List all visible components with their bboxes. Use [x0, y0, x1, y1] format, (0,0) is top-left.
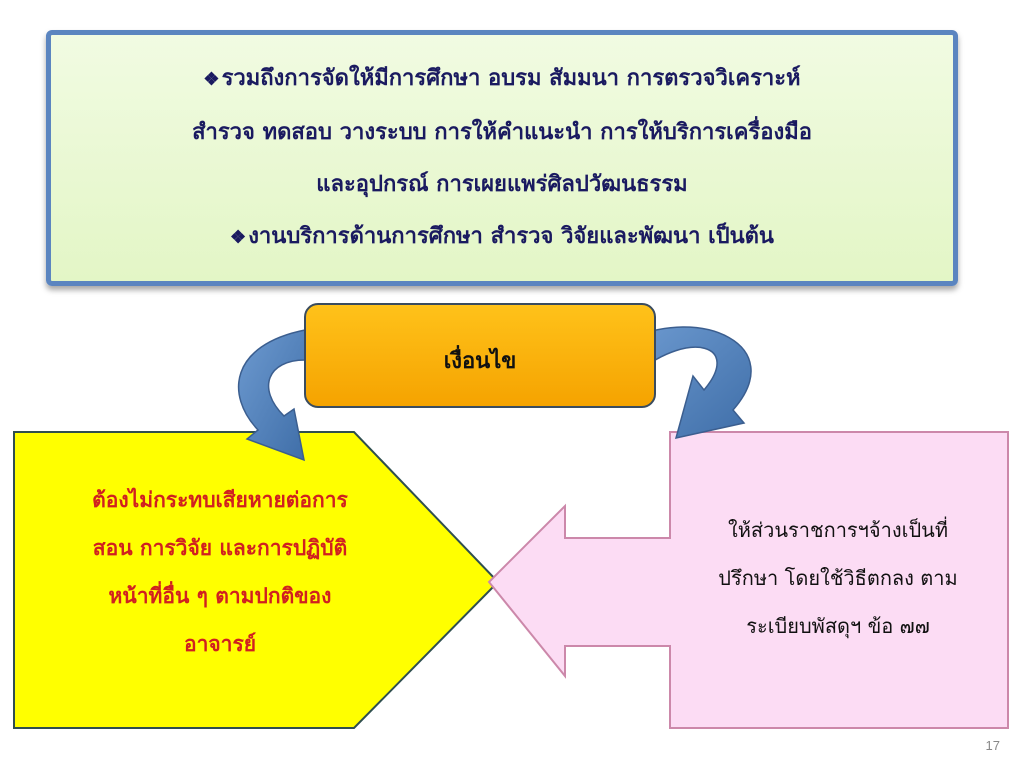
bullet-1-line-1: ❖รวมถึงการจัดให้มีการศึกษา อบรม สัมมนา ก…	[203, 65, 801, 91]
bullet-2-line: ❖งานบริการด้านการศึกษา สำรวจ วิจัยและพัฒ…	[230, 223, 774, 249]
bullet-1-line-2: สำรวจ ทดสอบ วางระบบ การให้คำแนะนำ การให้…	[192, 119, 812, 145]
scope-text-box: ❖รวมถึงการจัดให้มีการศึกษา อบรม สัมมนา ก…	[46, 30, 958, 286]
curved-arrow-left-icon	[237, 329, 306, 462]
condition-box: เงื่อนไข	[304, 303, 656, 408]
diamond-bullet-icon: ❖	[230, 227, 247, 248]
right-line-1: ให้ส่วนราชการฯจ้างเป็นที่	[727, 518, 949, 542]
right-box-text: ให้ส่วนราชการฯจ้างเป็นที่ ปรึกษา โดยใช้ว…	[668, 506, 1008, 650]
curved-arrow-right-icon	[627, 326, 752, 440]
page-number: 17	[985, 738, 1000, 753]
right-line-2: ปรึกษา โดยใช้วิธีตกลง ตาม	[718, 566, 958, 590]
left-box-text: ต้องไม่กระทบเสียหายต่อการ สอน การวิจัย แ…	[20, 476, 420, 668]
left-line-4: อาจารย์	[183, 631, 257, 656]
left-line-3: หน้าที่อื่น ๆ ตามปกติของ	[108, 583, 332, 608]
condition-label: เงื่อนไข	[443, 348, 517, 374]
bullet-1-line-3: และอุปกรณ์ การเผยแพร่ศิลปวัฒนธรรม	[316, 171, 688, 197]
right-line-3: ระเบียบพัสดุฯ ข้อ ๗๗	[746, 614, 930, 638]
right-callout-box	[487, 431, 1009, 729]
left-line-2: สอน การวิจัย และการปฏิบัติ	[92, 535, 348, 560]
diamond-bullet-icon: ❖	[203, 69, 220, 90]
left-line-1: ต้องไม่กระทบเสียหายต่อการ	[92, 487, 348, 512]
